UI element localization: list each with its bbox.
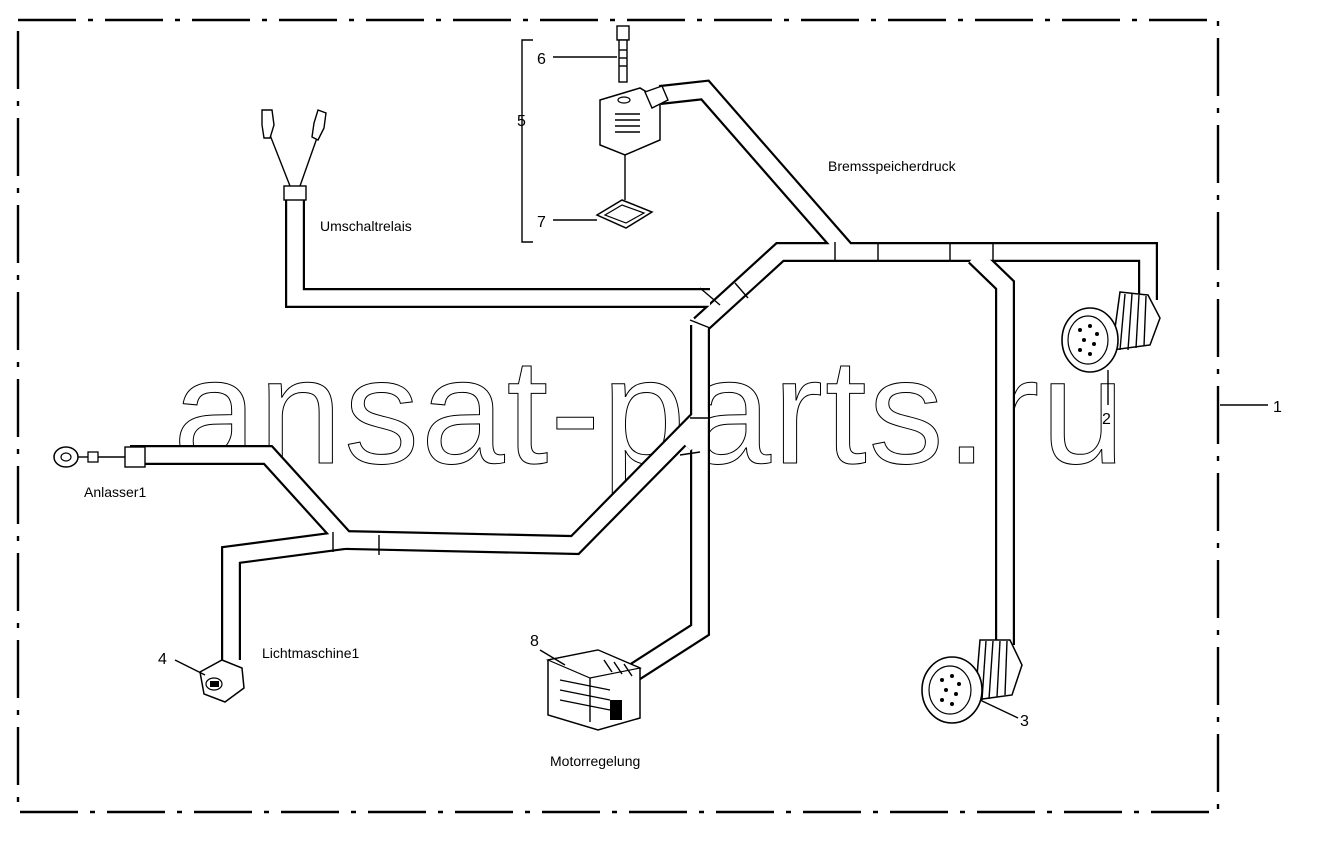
callout-4: 4 bbox=[158, 651, 167, 668]
label-motorregelung: Motorregelung bbox=[550, 753, 640, 769]
ring-terminal bbox=[53, 446, 146, 468]
label-umschaltrelais: Umschaltrelais bbox=[320, 218, 412, 234]
callout-6: 6 bbox=[537, 51, 546, 68]
callout-5: 5 bbox=[517, 113, 526, 130]
alternator-connector-4 bbox=[199, 659, 245, 703]
harness-fill bbox=[130, 81, 1156, 682]
leader-lines bbox=[174, 56, 1268, 719]
label-bremsspeicherdruck: Bremsspeicherdruck bbox=[828, 158, 957, 174]
callout-2: 2 bbox=[1102, 411, 1111, 428]
callout-7: 7 bbox=[537, 214, 546, 231]
label-lichtmaschine: Lichtmaschine1 bbox=[262, 645, 359, 661]
relay-leads bbox=[261, 109, 327, 201]
ecu-connector-8 bbox=[545, 649, 643, 731]
callout-8: 8 bbox=[530, 633, 539, 650]
pressure-sensor bbox=[595, 25, 669, 229]
assembly-frame bbox=[16, 18, 1220, 814]
callout-1: 1 bbox=[1273, 399, 1282, 416]
round-connector-3 bbox=[921, 639, 1023, 724]
branch-joints bbox=[332, 242, 994, 555]
callout-3: 3 bbox=[1020, 713, 1029, 730]
round-connector-2 bbox=[1061, 291, 1161, 373]
label-anlasser: Anlasser1 bbox=[84, 484, 146, 500]
bracket-5 bbox=[521, 39, 533, 243]
